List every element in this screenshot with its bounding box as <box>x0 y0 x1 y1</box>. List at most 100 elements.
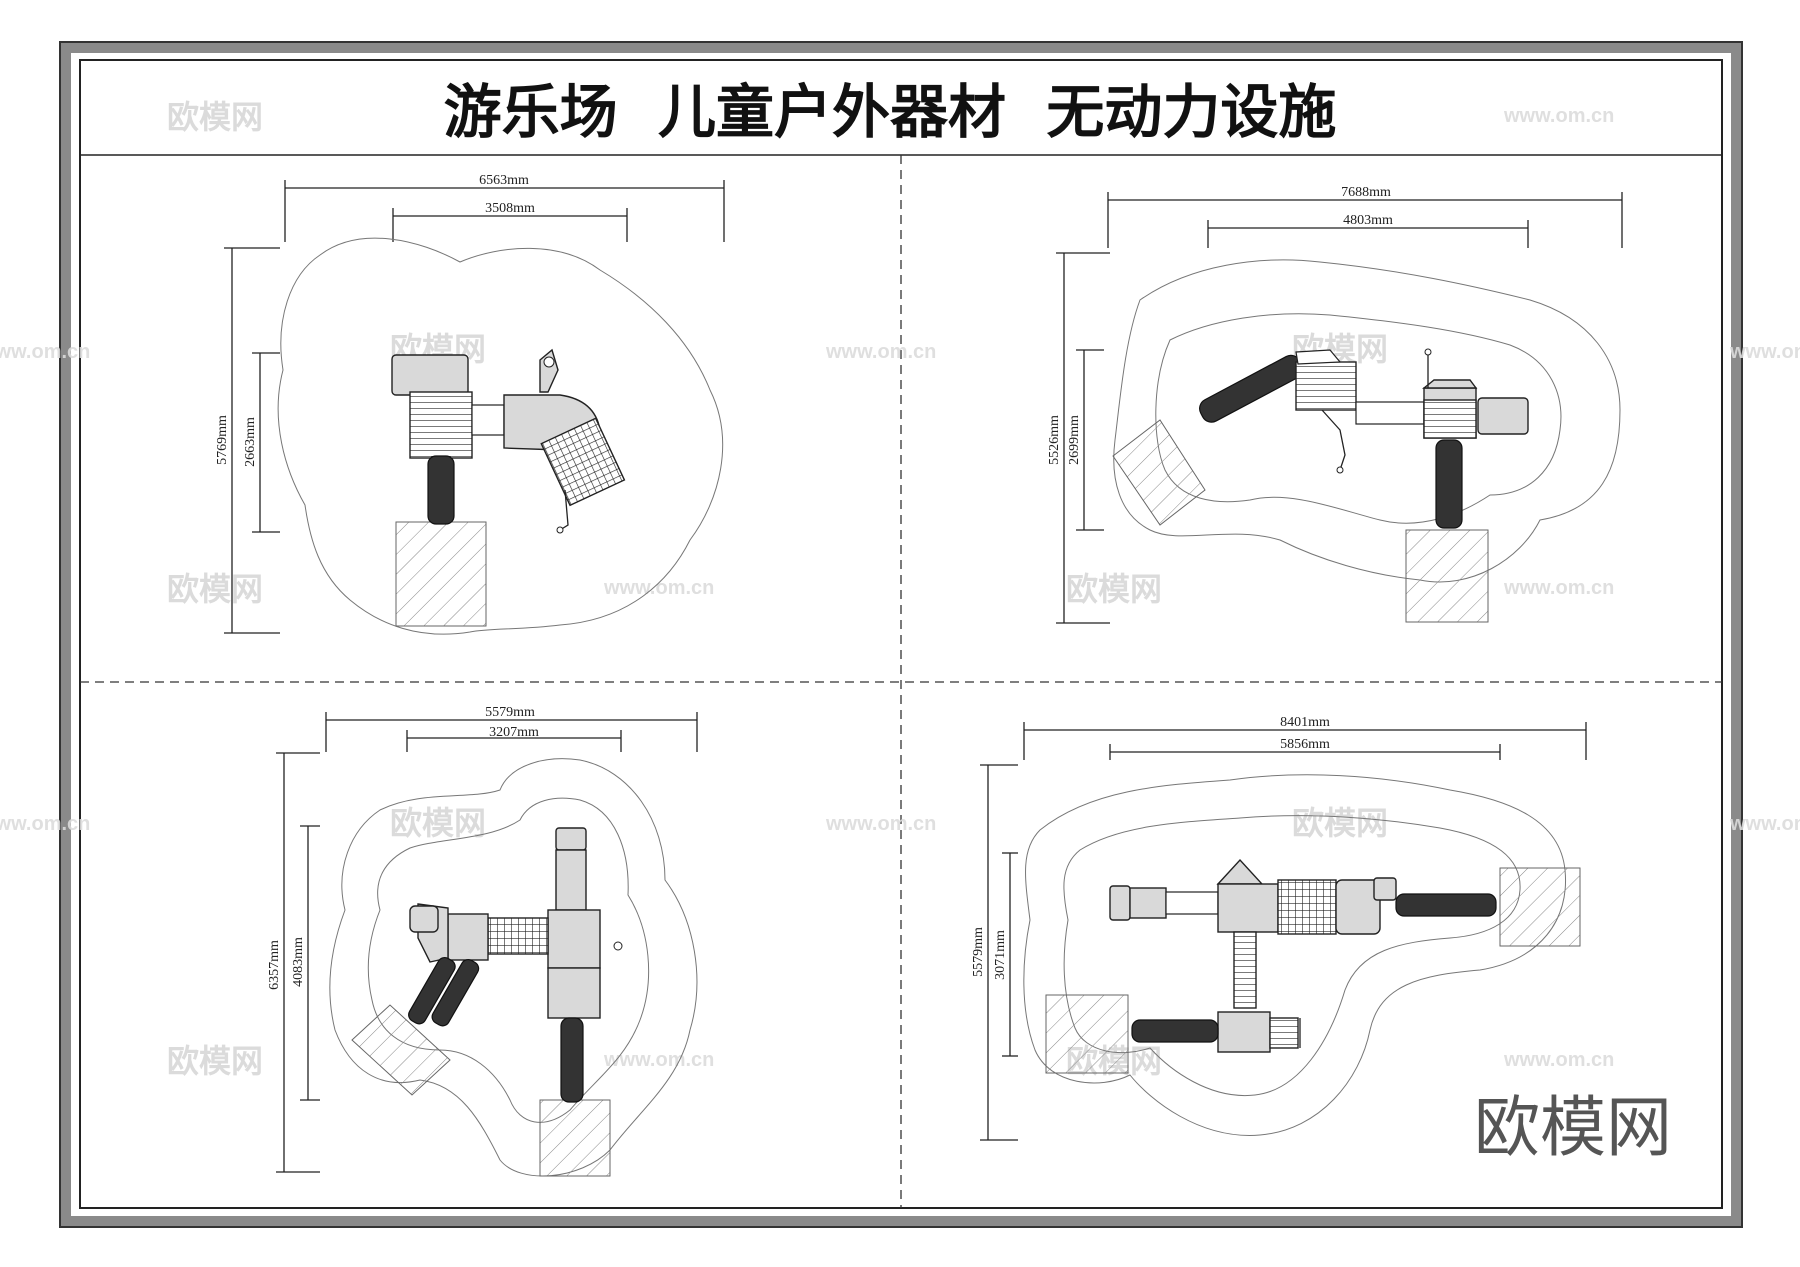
overall-width-label: 5579mm <box>485 705 535 720</box>
inner-zone-outline <box>367 797 650 1123</box>
dimension-lines <box>276 712 698 1173</box>
slide <box>1131 1019 1219 1043</box>
tower-roof <box>1423 399 1477 439</box>
watermark-url: www.om.cn <box>1729 813 1800 835</box>
tower-roof <box>391 354 469 396</box>
activity-panel <box>1109 885 1131 921</box>
watermark-logo: 欧模网 <box>167 98 263 136</box>
safety-zone-outline <box>1023 774 1567 1136</box>
brand-logo: 欧模网 <box>1474 1089 1672 1166</box>
rail-post <box>613 941 623 951</box>
rail-post <box>1424 348 1432 356</box>
dimension-lines <box>1056 192 1623 624</box>
watermark-url: www.om.cn <box>603 577 714 599</box>
climbing-stairs <box>1269 1017 1299 1049</box>
slide <box>560 1017 584 1103</box>
play-structure <box>1109 858 1497 1053</box>
climbing-net <box>1277 879 1337 935</box>
bridge <box>471 404 505 436</box>
overall-depth-label: 5769mm <box>215 415 230 465</box>
inner-depth-label: 2699mm <box>1067 415 1082 465</box>
watermark-logo: 欧模网 <box>390 804 486 842</box>
watermark-url: www.om.cn <box>825 341 936 363</box>
rail-post <box>556 526 564 534</box>
platform-deck <box>1129 887 1167 919</box>
inner-width-label: 3508mm <box>485 201 535 216</box>
bridge <box>1165 891 1219 915</box>
watermark-url: www.om.cn <box>0 813 90 835</box>
overall-depth-label: 5526mm <box>1047 415 1062 465</box>
tower-roof <box>1422 379 1478 389</box>
slide <box>408 956 456 1025</box>
slide <box>1199 354 1304 423</box>
slide-landing-zone <box>539 1099 611 1177</box>
tower-roof <box>555 827 587 851</box>
slide <box>427 455 455 525</box>
bridge <box>1355 401 1425 425</box>
watermark-url: www.om.cn <box>1503 577 1614 599</box>
watermark-url: www.om.cn <box>0 341 90 363</box>
tower-deck <box>1217 883 1279 933</box>
watermark-logo: 欧模网 <box>1292 804 1388 842</box>
platform-deck <box>1477 397 1529 435</box>
slide-landing-zone <box>395 521 487 627</box>
overall-width-label: 7688mm <box>1341 185 1391 200</box>
steering-wheel <box>543 356 555 368</box>
tower-roof <box>1295 361 1357 411</box>
slide-landing-zone <box>1499 867 1581 947</box>
platform-deck <box>447 913 489 961</box>
activity-panel <box>1373 877 1397 901</box>
play-structure <box>391 348 626 534</box>
safety-zone-outline <box>1113 259 1621 583</box>
safety-zone-outline <box>329 758 698 1177</box>
climbing-rope <box>1321 409 1346 471</box>
tower-deck <box>547 909 601 969</box>
overall-width-label: 8401mm <box>1280 715 1330 730</box>
inner-width-label: 5856mm <box>1280 737 1330 752</box>
activity-panel <box>1295 349 1342 365</box>
activity-panel <box>409 905 439 933</box>
inner-depth-label: 4083mm <box>291 937 306 987</box>
climbing-net <box>540 417 626 507</box>
slide <box>431 958 480 1027</box>
inner-width-label: 4803mm <box>1343 213 1393 228</box>
slide-landing-zone <box>1045 994 1129 1074</box>
safety-zone-outline <box>277 237 724 635</box>
playground-plan-3: 5579mm 3207mm 6357mm 4083mm <box>267 705 698 1177</box>
overall-depth-label: 5579mm <box>971 927 986 977</box>
playground-plan-4: 8401mm 5856mm 5579mm 3071mm <box>971 715 1587 1141</box>
slide-landing-zone <box>1405 529 1489 623</box>
watermark-logo: 欧模网 <box>167 570 263 608</box>
slide-landing-zone <box>1112 419 1206 526</box>
climbing-net <box>487 917 549 955</box>
platform-deck <box>1217 1011 1271 1053</box>
platform-deck <box>1335 879 1381 935</box>
overall-depth-label: 6357mm <box>267 940 282 990</box>
bridge <box>555 849 587 911</box>
slide <box>1395 893 1497 917</box>
rope-anchor <box>1336 466 1344 474</box>
slide-landing-zone <box>351 1004 451 1096</box>
tower-roof <box>1216 858 1264 885</box>
watermark-logo: 欧模网 <box>167 1042 263 1080</box>
play-structure <box>1199 348 1529 529</box>
overall-width-label: 6563mm <box>479 173 529 188</box>
dimension-lines <box>980 722 1587 1141</box>
watermark-url: www.om.cn <box>825 813 936 835</box>
activity-panel <box>539 348 559 393</box>
watermark-url: www.om.cn <box>1729 341 1800 363</box>
slide <box>1435 439 1463 529</box>
playground-plan-1: 6563mm 3508mm 5769mm 2663mm <box>215 173 725 635</box>
watermark-url: www.om.cn <box>1503 105 1614 127</box>
play-structure <box>408 827 623 1103</box>
inner-depth-label: 3071mm <box>993 930 1008 980</box>
watermark-layer: 欧模网 www.om.cn 欧模网 www.om.cn 欧模网 www.om.c… <box>0 98 1800 1080</box>
watermark-url: www.om.cn <box>603 1049 714 1071</box>
sheet-title: 游乐场 儿童户外器材 无动力设施 <box>444 78 1337 146</box>
ladder <box>1233 931 1257 1009</box>
playground-plan-2: 7688mm 4803mm 5526mm 2699mm <box>1047 185 1623 624</box>
tower-deck <box>547 967 601 1019</box>
inner-width-label: 3207mm <box>489 725 539 740</box>
dimension-lines <box>224 180 725 634</box>
